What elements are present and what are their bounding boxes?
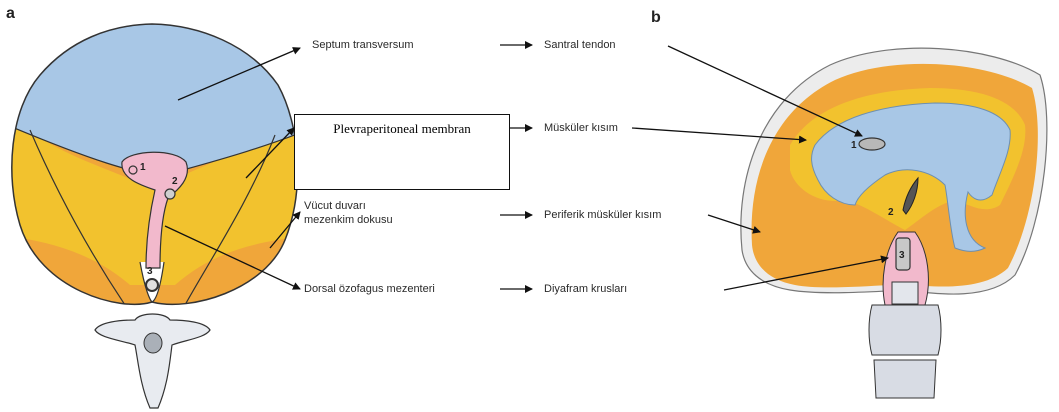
arrow-muscular — [631, 127, 807, 144]
panel-b-figure: 1 2 3 — [740, 47, 1048, 399]
structure-1-marker — [128, 165, 138, 175]
label-septum-transversum: Septum transversum — [312, 39, 413, 51]
labels: Septum transversum Santral tendon Müskül… — [304, 39, 661, 295]
structure-1-b — [858, 137, 886, 151]
label-body-wall-1: Vücut duvarı — [304, 200, 366, 212]
number-1-a: 1 — [140, 162, 146, 173]
arrow-tendon — [667, 45, 863, 137]
label-dorsal-mesentery: Dorsal özofagus mezenteri — [304, 283, 435, 295]
panel-label-a: a — [6, 5, 15, 22]
arrow-peripheral — [707, 214, 761, 234]
label-body-wall-2: mezenkim dokusu — [304, 214, 393, 226]
label-muscular-part: Müsküler kısım — [544, 122, 618, 134]
structure-2-marker — [164, 188, 176, 200]
vertebra-b-upper — [891, 281, 919, 305]
label-central-tendon: Santral tendon — [544, 39, 616, 51]
vertebra-b — [868, 304, 942, 356]
vertebra — [94, 313, 211, 409]
arrow-dorsal-mesentery — [164, 225, 301, 290]
arrow-crus — [723, 255, 889, 291]
panel-a-outline — [11, 23, 299, 306]
dorsal-mesentery-region — [121, 151, 188, 269]
panel-label-b: b — [651, 9, 661, 26]
structure-2-b — [902, 176, 919, 215]
number-1-b: 1 — [851, 140, 857, 151]
structure-3-marker — [145, 278, 159, 292]
number-2-b: 2 — [888, 207, 894, 218]
pleuroperitoneal-label-box: Plevraperitoneal membran — [294, 114, 510, 190]
arrow-septum — [177, 47, 301, 101]
arrow-body-wall — [269, 211, 301, 249]
number-2-a: 2 — [172, 176, 178, 187]
panel-a-figure: 1 2 3 — [11, 23, 299, 409]
label-diaphragm-crus: Diyafram krusları — [544, 283, 627, 295]
label-pleuroperitoneal-membrane: Plevraperitoneal membran — [333, 121, 471, 136]
label-peripheral-muscular: Periferik müsküler kısım — [544, 209, 661, 221]
structure-3-b — [895, 237, 911, 271]
number-3-b: 3 — [899, 250, 905, 261]
number-3-a: 3 — [147, 266, 153, 277]
arrow-pleuroperitoneal — [245, 127, 295, 179]
arrows — [164, 41, 889, 293]
